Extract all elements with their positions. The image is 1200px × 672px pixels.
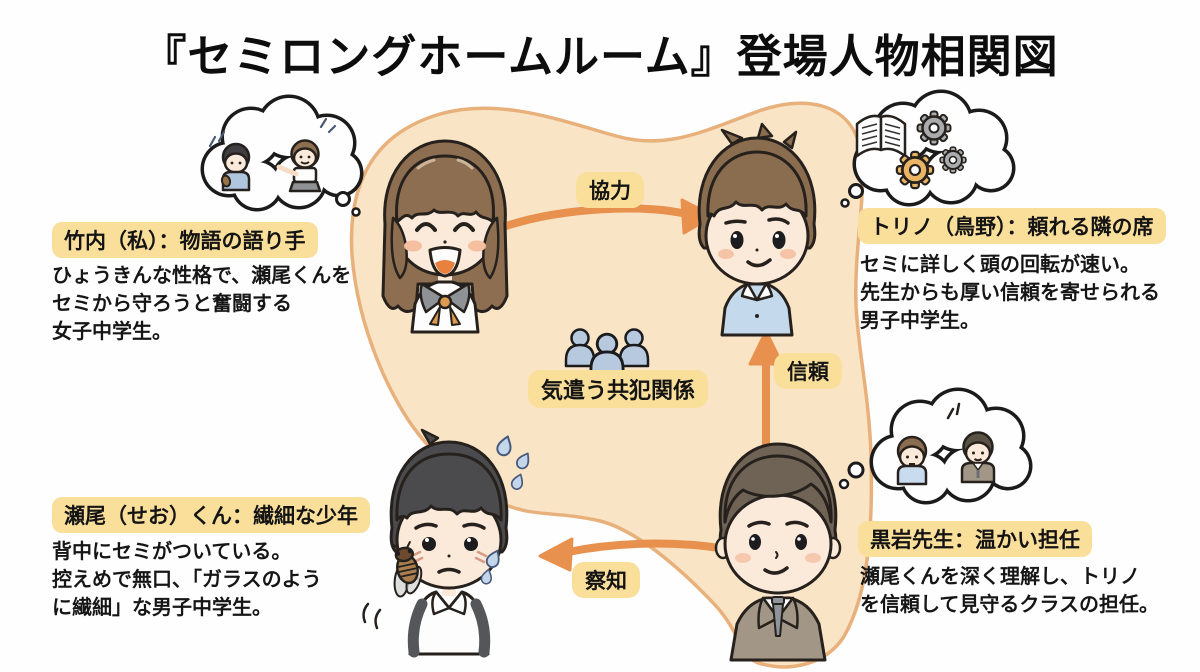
arrow-trust xyxy=(748,329,784,452)
kuroiwa-description: 瀬尾くんを深く理解し、トリノ を信頼して見守るクラスの担任。 xyxy=(860,564,1159,616)
takeuchi-name-label: 竹内（私）：物語の語り手 xyxy=(52,222,318,258)
open-book-icon xyxy=(855,114,907,158)
relation-center-badge: 気遣う共犯関係 xyxy=(528,370,709,408)
relation-trust-badge: 信頼 xyxy=(774,353,842,389)
takeuchi-description: ひょうきんな性格で、瀬尾くんを セミから守ろうと奮闘する 女子中学生。 xyxy=(52,263,352,343)
arrow-perception xyxy=(538,537,730,572)
takeuchi-illustration xyxy=(381,139,509,334)
relation-perception-badge: 察知 xyxy=(572,562,640,598)
torino-illustration xyxy=(697,122,817,337)
seo-illustration xyxy=(362,428,534,658)
kuroiwa-illustration xyxy=(714,442,842,662)
torino-name-label: トリノ（鳥野）：頼れる隣の席 xyxy=(858,208,1166,244)
torino-thought-bubble-icon xyxy=(840,89,1016,208)
kuroiwa-thought-bubble-icon xyxy=(838,387,1033,505)
relation-cooperation-badge: 協力 xyxy=(576,172,644,208)
seo-name-label: 瀬尾（せお）くん：繊細な少年 xyxy=(52,497,370,533)
cicada-icon xyxy=(393,541,423,598)
page-title: 『セミロングホームルーム』登場人物相関図 xyxy=(141,30,1059,83)
seo-description: 背中にセミがついている。 控えめで無口、「ガラスのよう に繊細」な男子中学生。 xyxy=(52,539,322,619)
takeuchi-thought-bubble-icon xyxy=(200,94,364,217)
torino-description: セミに詳しく頭の回転が速い。 先生からも厚い信頼を寄せられる 男子中学生。 xyxy=(860,252,1160,332)
kuroiwa-name-label: 黒岩先生：温かい担任 xyxy=(858,521,1092,557)
